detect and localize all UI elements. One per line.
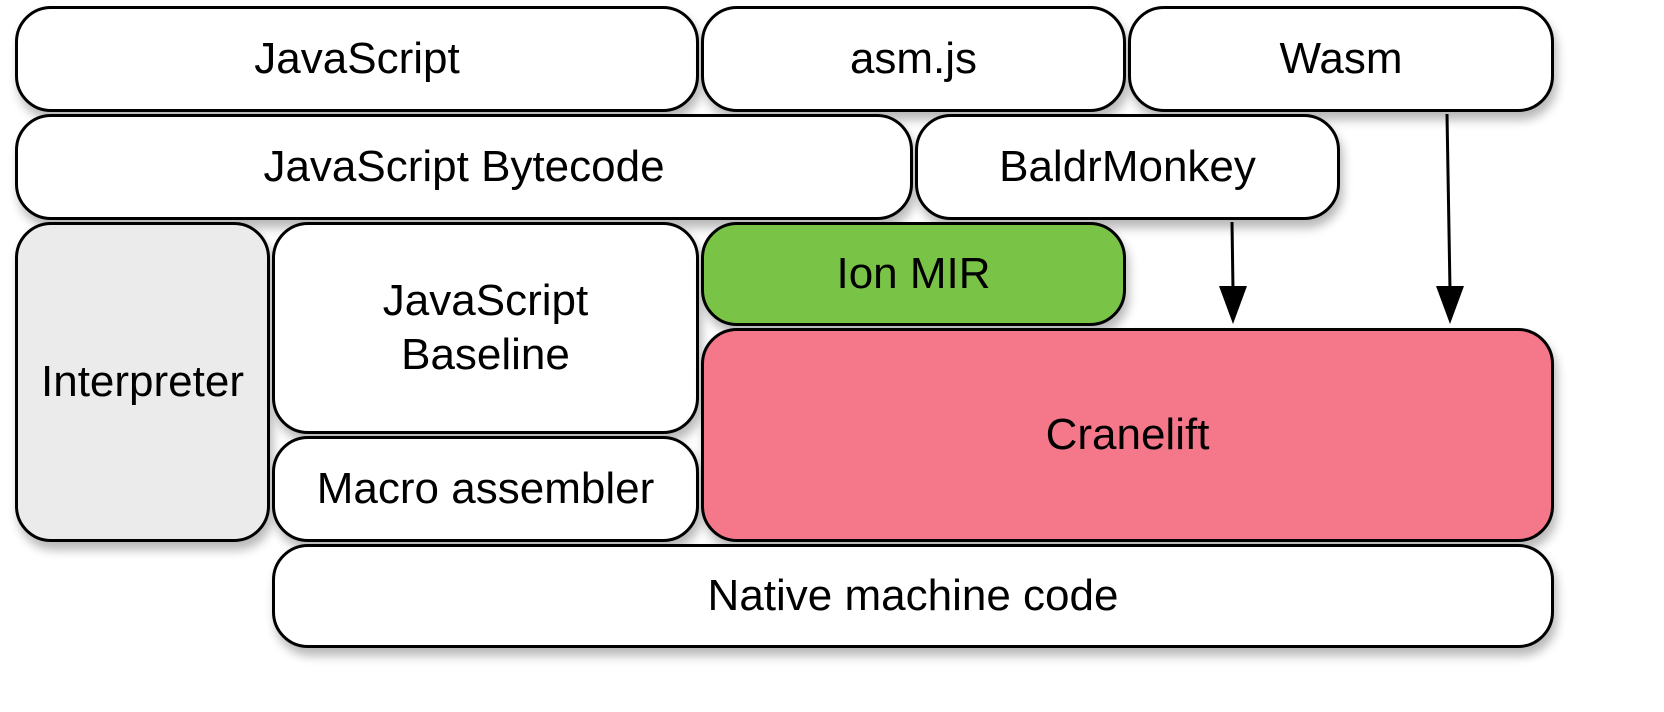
native-code-box: Native machine code bbox=[272, 544, 1554, 648]
javascript-box: JavaScript bbox=[15, 6, 699, 112]
javascript-label: JavaScript bbox=[254, 34, 460, 83]
cranelift-label: Cranelift bbox=[1045, 410, 1210, 459]
arrowhead-down-icon bbox=[1219, 286, 1247, 324]
macro-assembler-label: Macro assembler bbox=[316, 464, 655, 513]
baldrmonkey-label: BaldrMonkey bbox=[999, 142, 1256, 191]
arrowhead-down-icon bbox=[1436, 286, 1464, 324]
ion-mir-box: Ion MIR bbox=[701, 222, 1126, 326]
cranelift-box: Cranelift bbox=[701, 328, 1554, 542]
native-code-label: Native machine code bbox=[707, 571, 1119, 620]
edge-wasm-to-cranelift bbox=[1436, 113, 1464, 324]
asmjs-label: asm.js bbox=[849, 34, 978, 83]
wasm-label: Wasm bbox=[1279, 34, 1403, 83]
edge-baldrmonkey-to-cranelift bbox=[1219, 221, 1247, 324]
macro-assembler-box: Macro assembler bbox=[272, 436, 699, 542]
bytecode-box: JavaScript Bytecode bbox=[15, 114, 913, 220]
asmjs-box: asm.js bbox=[701, 6, 1126, 112]
ion-mir-label: Ion MIR bbox=[836, 249, 991, 298]
edge-line bbox=[1230, 221, 1235, 291]
baldrmonkey-box: BaldrMonkey bbox=[915, 114, 1340, 220]
bytecode-label: JavaScript Bytecode bbox=[263, 142, 665, 191]
interpreter-label: Interpreter bbox=[41, 357, 244, 406]
baseline-label: JavaScript Baseline bbox=[382, 276, 589, 379]
edge-line bbox=[1445, 113, 1452, 291]
baseline-box: JavaScript Baseline bbox=[272, 222, 699, 434]
wasm-box: Wasm bbox=[1128, 6, 1554, 112]
interpreter-box: Interpreter bbox=[15, 222, 270, 542]
